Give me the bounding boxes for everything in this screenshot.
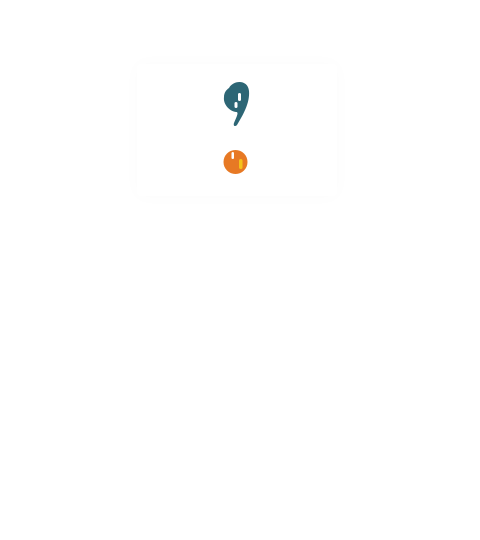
teal-comma-icon xyxy=(223,81,250,127)
logo-panel xyxy=(137,64,337,196)
orange-dot-icon xyxy=(223,150,248,174)
comma-dot-logo-icon xyxy=(223,81,250,174)
